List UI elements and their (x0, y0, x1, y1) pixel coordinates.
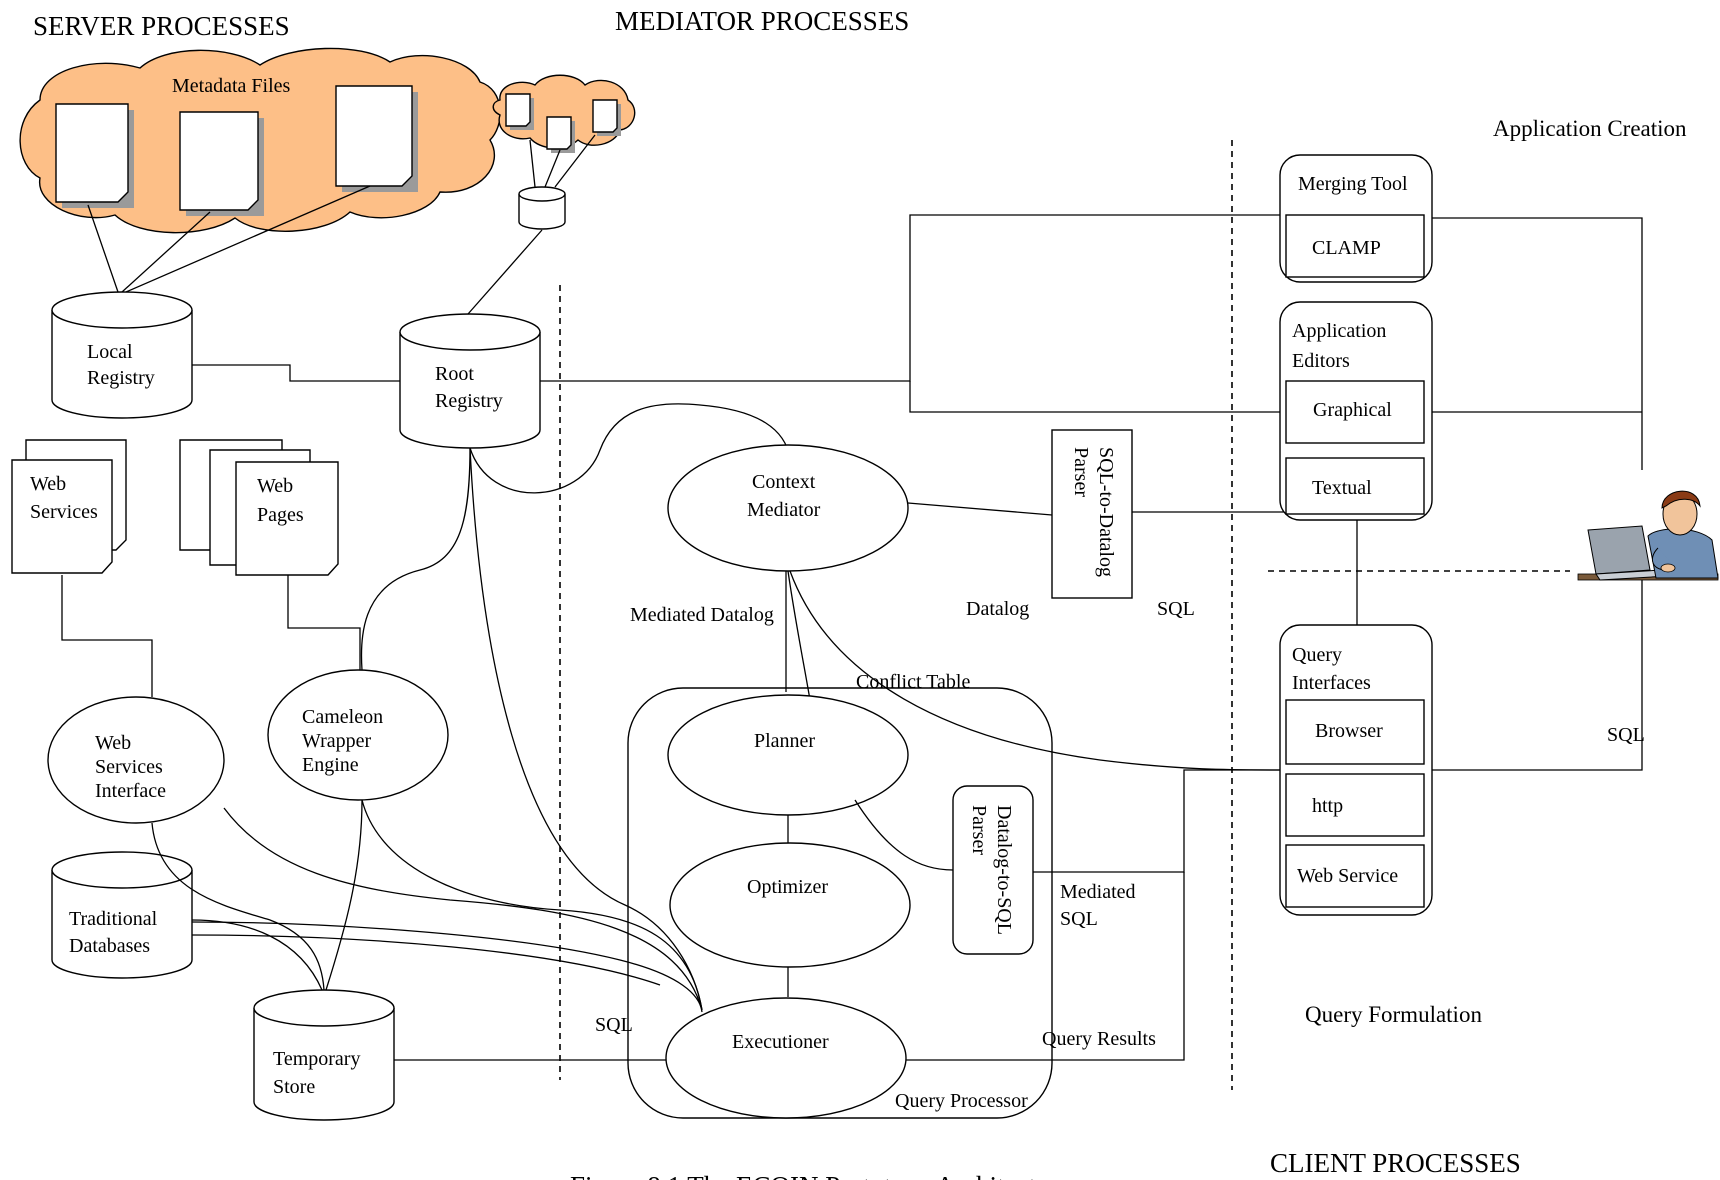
clamp-label: CLAMP (1312, 237, 1381, 259)
query-results-label: Query Results (1042, 1028, 1156, 1050)
mediated-sql-label-1: Mediated (1060, 881, 1136, 903)
metadata-doc-2 (179, 111, 264, 216)
sql-to-datalog-parser-box (1051, 429, 1133, 599)
temporary-store-cylinder (253, 989, 395, 1121)
cameleon-label-2: Wrapper (302, 730, 371, 752)
sql-to-datalog-label-1: SQL-to-Datalog (1095, 447, 1117, 577)
ws-interface-label-1: Web (95, 732, 131, 754)
optimizer-label: Optimizer (747, 876, 828, 898)
http-box (1285, 773, 1425, 837)
root-registry-label-2: Registry (435, 390, 503, 412)
mediator-processes-heading: MEDIATOR PROCESSES (615, 6, 909, 36)
temporary-store-label-1: Temporary (273, 1048, 360, 1070)
root-registry-cylinder (399, 313, 541, 449)
web-service-label: Web Service (1297, 865, 1398, 887)
traditional-db-label-2: Databases (69, 935, 150, 957)
query-processor-label: Query Processor (895, 1090, 1028, 1112)
cameleon-wrapper-engine-ellipse (267, 669, 449, 801)
user-at-computer-icon (1577, 490, 1719, 581)
traditional-db-label-1: Traditional (69, 908, 158, 930)
sql-label-top: SQL (1157, 598, 1195, 620)
web-services-label-2: Services (30, 501, 98, 523)
small-doc-3 (592, 99, 621, 136)
ws-interface-label-2: Services (95, 756, 163, 778)
cameleon-label-1: Cameleon (302, 706, 383, 728)
web-service-box (1285, 844, 1425, 908)
cameleon-label-3: Engine (302, 754, 359, 776)
client-processes-heading: CLIENT PROCESSES (1270, 1148, 1521, 1178)
web-pages-docs (179, 439, 339, 576)
root-registry-label-1: Root (435, 363, 474, 385)
temporary-store-label-2: Store (273, 1076, 315, 1098)
query-interfaces-label-2: Interfaces (1292, 672, 1371, 694)
datalog-label: Datalog (966, 598, 1029, 620)
executioner-label: Executioner (732, 1031, 829, 1053)
traditional-databases-cylinder (51, 851, 193, 979)
server-processes-heading: SERVER PROCESSES (33, 11, 290, 41)
graphical-label: Graphical (1313, 399, 1392, 421)
ws-interface-label-3: Interface (95, 780, 166, 802)
metadata-files-label: Metadata Files (172, 75, 291, 97)
local-registry-label-1: Local (87, 341, 133, 363)
web-services-interface-ellipse (47, 696, 225, 824)
web-pages-label-2: Pages (257, 504, 304, 526)
small-registry-cylinder (518, 186, 566, 230)
datalog-to-sql-label-1: Datalog-to-SQL (993, 805, 1015, 935)
web-services-label-1: Web (30, 473, 66, 495)
metadata-doc-3 (335, 85, 418, 192)
local-registry-label-2: Registry (87, 367, 155, 389)
planner-label: Planner (754, 730, 815, 752)
executioner-ellipse (665, 997, 907, 1119)
application-creation-heading: Application Creation (1493, 116, 1687, 141)
mediated-sql-label-2: SQL (1060, 908, 1098, 930)
sql-label-left: SQL (595, 1014, 633, 1036)
graphical-editor-box (1285, 380, 1425, 444)
http-label: http (1312, 795, 1343, 817)
sql-label-right: SQL (1607, 724, 1645, 746)
textual-editor-box (1285, 457, 1425, 515)
sql-to-datalog-label-2: Parser (1070, 447, 1092, 497)
optimizer-ellipse (669, 842, 911, 968)
web-pages-label-1: Web (257, 475, 293, 497)
mediated-datalog-label: Mediated Datalog (630, 604, 774, 626)
datalog-to-sql-parser-box (952, 785, 1034, 955)
small-doc-2 (546, 116, 575, 153)
query-processor-container (627, 687, 1053, 1119)
app-editors-label-2: Editors (1292, 350, 1350, 372)
clamp-box (1285, 214, 1425, 278)
context-mediator-label-1: Context (752, 471, 816, 493)
browser-label: Browser (1315, 720, 1383, 742)
app-editors-label-1: Application (1292, 320, 1386, 342)
figure-caption: Figure 8.1 The ECOIN Prototype Architect… (570, 1171, 1070, 1180)
merging-tool-label: Merging Tool (1298, 173, 1408, 195)
browser-box (1285, 699, 1425, 765)
metadata-doc-1 (55, 103, 134, 208)
query-formulation-heading: Query Formulation (1305, 1002, 1482, 1027)
planner-ellipse (667, 694, 909, 816)
small-doc-1 (505, 93, 534, 130)
conflict-table-label: Conflict Table (856, 671, 970, 693)
local-registry-cylinder (51, 291, 193, 419)
web-services-docs (11, 439, 127, 574)
query-interfaces-label-1: Query (1292, 644, 1342, 666)
datalog-to-sql-label-2: Parser (968, 805, 990, 855)
textual-label: Textual (1312, 477, 1372, 499)
context-mediator-label-2: Mediator (747, 499, 821, 521)
